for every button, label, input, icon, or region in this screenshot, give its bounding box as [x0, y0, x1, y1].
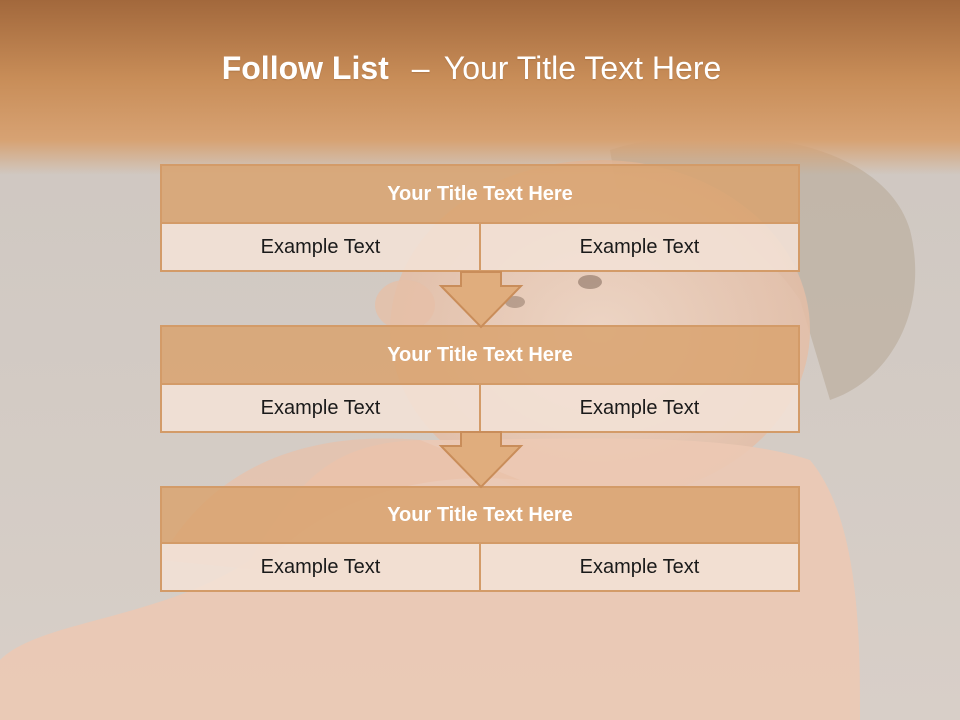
slide-title-rest: Your Title Text Here: [443, 50, 722, 86]
list-block-2: Your Title Text Here Example Text Exampl…: [160, 325, 800, 433]
list-block-left-cell: Example Text: [162, 544, 479, 590]
list-block-row: Example Text Example Text: [162, 385, 798, 431]
list-block-right-cell: Example Text: [479, 385, 798, 431]
list-block-heading: Your Title Text Here: [162, 166, 798, 224]
down-arrow-icon: [438, 271, 524, 329]
slide-title-dash: –: [411, 50, 430, 86]
list-block-right-cell: Example Text: [479, 544, 798, 590]
list-block-row: Example Text Example Text: [162, 224, 798, 270]
list-block-row: Example Text Example Text: [162, 544, 798, 590]
list-block-heading: Your Title Text Here: [162, 488, 798, 544]
list-block-3: Your Title Text Here Example Text Exampl…: [160, 486, 800, 592]
list-block-left-cell: Example Text: [162, 385, 479, 431]
list-block-right-cell: Example Text: [479, 224, 798, 270]
slide-title: Follow List – Your Title Text Here: [0, 50, 943, 87]
down-arrow-icon: [438, 431, 524, 489]
slide-title-bold: Follow List: [221, 50, 389, 86]
list-block-1: Your Title Text Here Example Text Exampl…: [160, 164, 800, 272]
list-block-heading: Your Title Text Here: [162, 327, 798, 385]
list-block-left-cell: Example Text: [162, 224, 479, 270]
